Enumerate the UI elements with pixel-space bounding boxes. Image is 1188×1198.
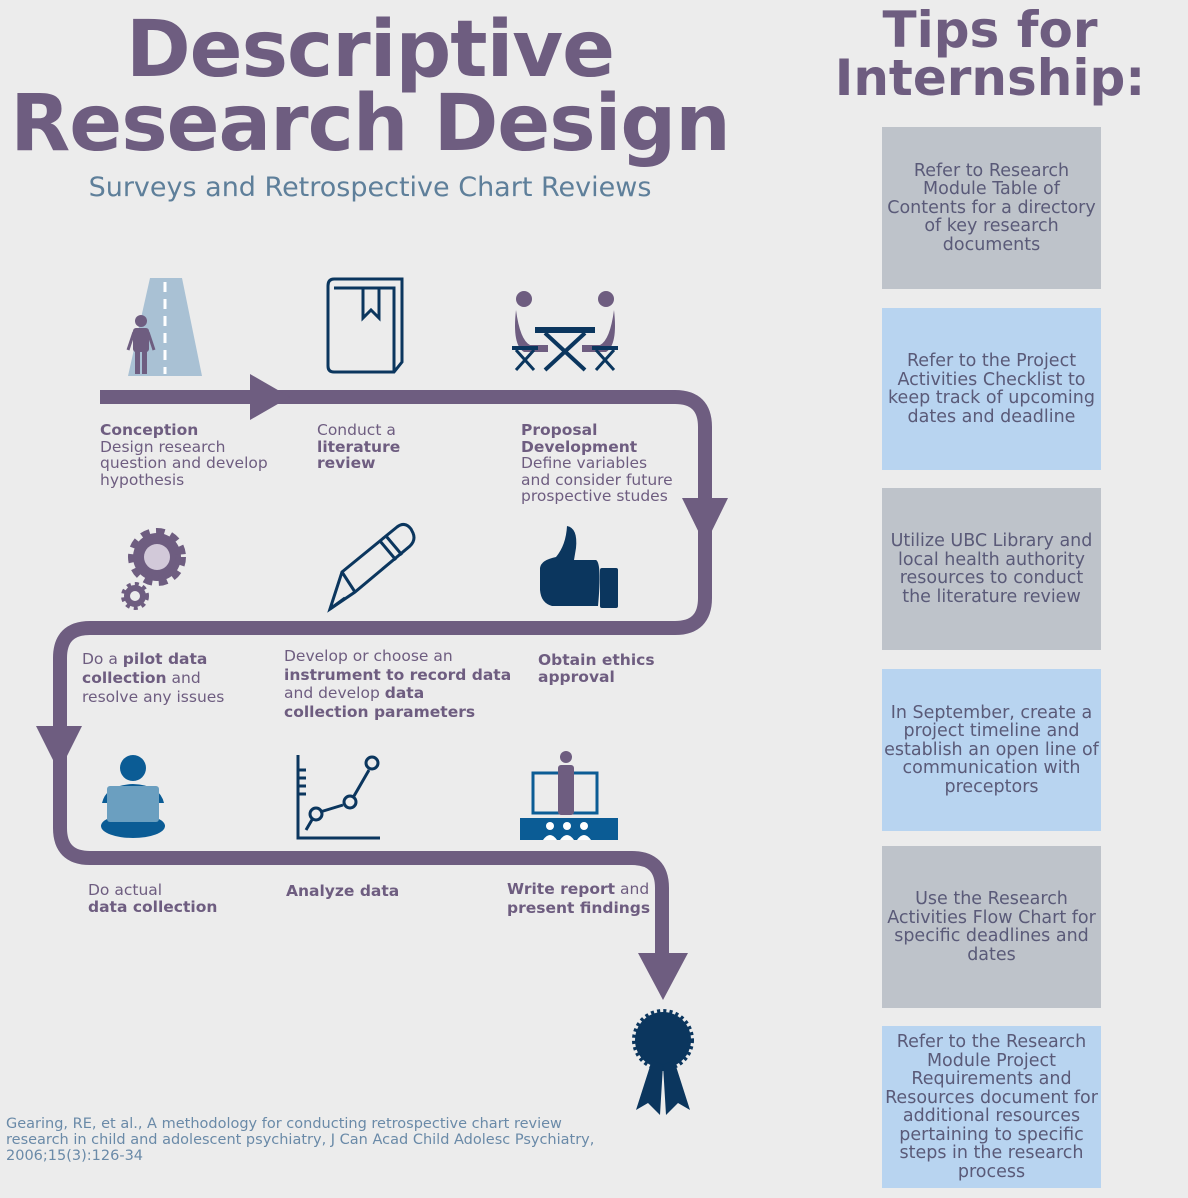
step-ethics-approval: Obtain ethics approval — [538, 651, 655, 686]
arrow-down-icon — [36, 726, 82, 772]
meeting-table-icon — [512, 291, 618, 372]
tip-card: In September, create a project timeline … — [882, 669, 1101, 831]
line-chart-icon — [296, 755, 380, 840]
page-subtitle: Surveys and Retrospective Chart Reviews — [88, 172, 652, 203]
road-person-icon — [126, 278, 202, 376]
book-icon — [326, 277, 404, 374]
tip-card: Use the Research Activities Flow Chart f… — [882, 846, 1101, 1008]
page-title-line2: Research Design — [10, 79, 731, 169]
step-pilot-data-collection: Do a pilot data collection and resolve a… — [82, 650, 225, 706]
page-title: Descriptive — [125, 5, 615, 95]
tip-card: Refer to the Project Activities Checklis… — [882, 308, 1101, 470]
arrow-down-icon — [682, 498, 728, 545]
gears-icon — [121, 528, 186, 610]
tip-card: Refer to the Research Module Project Req… — [882, 1026, 1101, 1188]
arrow-right-icon — [250, 374, 290, 420]
tip-card: Refer to Research Module Table of Conten… — [882, 127, 1101, 289]
step-instrument: Develop or choose an instrument to recor… — [284, 647, 512, 721]
presenter-icon — [520, 751, 618, 840]
pencil-icon — [327, 522, 416, 613]
step-write-report: Write report and present findings — [507, 880, 651, 917]
step-analyze-data: Analyze data — [286, 882, 400, 900]
award-ribbon-icon — [632, 1009, 694, 1115]
tip-card: Utilize UBC Library and local health aut… — [882, 488, 1101, 650]
arrow-down-icon — [638, 953, 688, 1000]
person-laptop-icon — [101, 755, 165, 838]
citation: Gearing, RE, et al., A methodology for c… — [6, 1116, 595, 1164]
thumbs-up-icon — [540, 526, 618, 608]
